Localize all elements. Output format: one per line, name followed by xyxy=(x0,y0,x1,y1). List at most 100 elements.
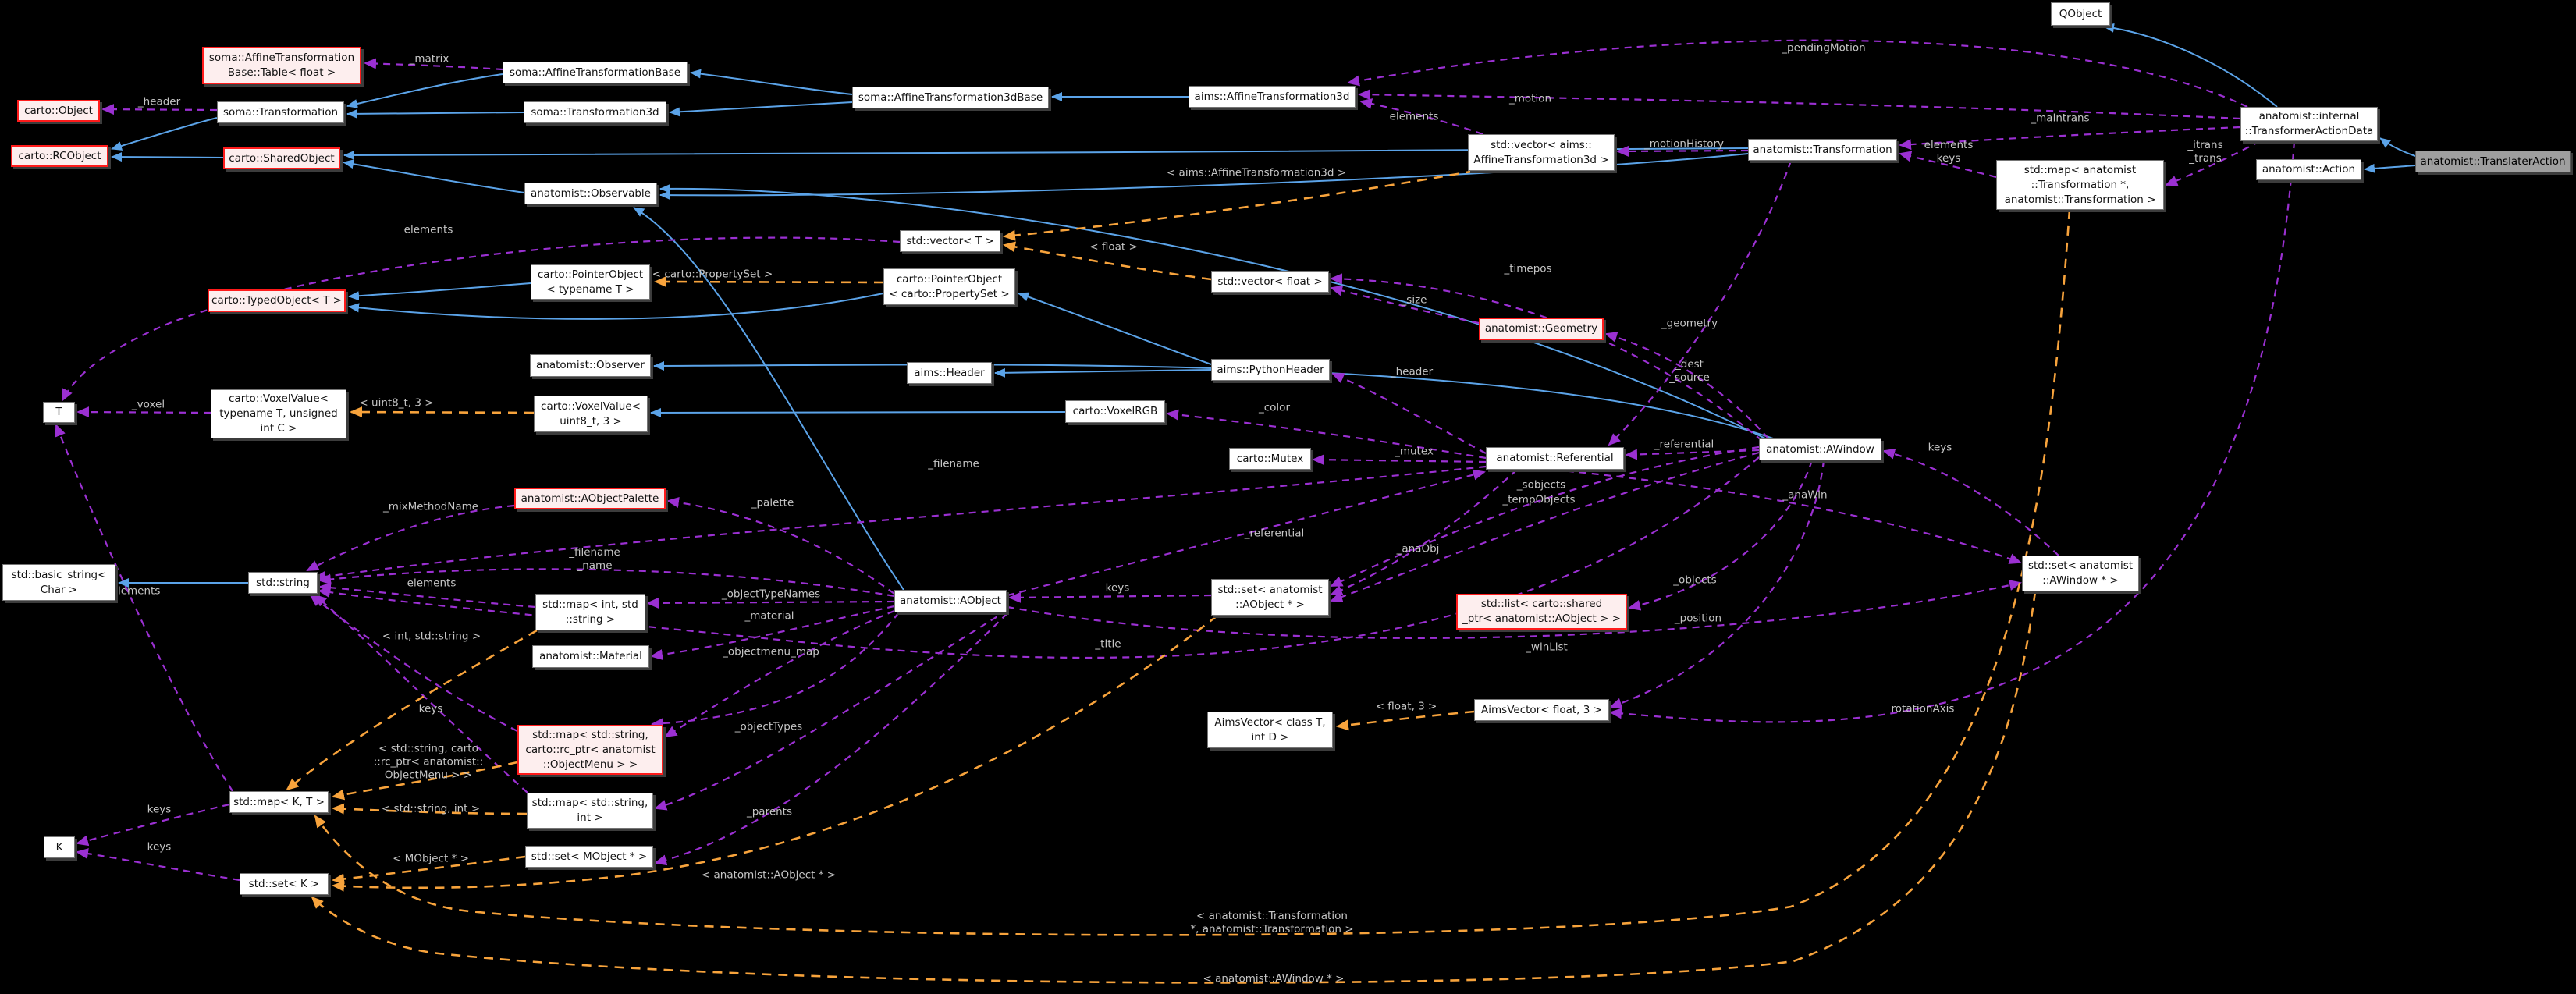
node-anatomist-observer[interactable]: anatomist::Observer xyxy=(530,354,651,377)
edge-anaobj xyxy=(1330,469,1518,596)
edge-objecttypenames xyxy=(646,597,895,609)
node-vector-float[interactable]: std::vector< float > xyxy=(1211,271,1329,293)
node-list-sharedptr-aobject[interactable]: std::list< carto::shared _ptr< anatomist… xyxy=(1456,594,1627,630)
edge-mixmethodname xyxy=(306,504,515,571)
edge-label-objectmenu-map: _objectmenu_map xyxy=(723,645,819,659)
node-carto-voxelrgb[interactable]: carto::VoxelRGB xyxy=(1065,400,1165,423)
node-set-k[interactable]: std::set< K > xyxy=(240,873,329,895)
edge-pythonheader-to-aimsheader xyxy=(994,367,1212,378)
edge-motion xyxy=(1358,89,2241,120)
edge-tmpl-maptransformation xyxy=(314,209,2071,936)
edge-label-elements-keys-maptrans: elements keys xyxy=(1924,139,1974,165)
node-pointerobject-propertyset[interactable]: carto::PointerObject < carto::PropertySe… xyxy=(883,268,1015,305)
node-vector-t[interactable]: std::vector< T > xyxy=(900,230,1000,252)
node-set-aobject[interactable]: std::set< anatomist ::AObject * > xyxy=(1211,579,1329,616)
node-anatomist-observable[interactable]: anatomist::Observable xyxy=(524,183,657,204)
edge-sobjects xyxy=(1330,446,1760,587)
node-k[interactable]: K xyxy=(44,836,75,858)
node-voxelvalue-t[interactable]: carto::VoxelValue< typename T, unsigned … xyxy=(211,389,346,438)
node-aims-header[interactable]: aims::Header xyxy=(907,362,992,384)
node-anatomist-material[interactable]: anatomist::Material xyxy=(532,645,649,668)
edge-tmpl-setmobject xyxy=(332,855,526,885)
edge-elements-mapintstring xyxy=(318,582,536,609)
node-anatomist-referential[interactable]: anatomist::Referential xyxy=(1486,447,1624,470)
node-aobjectpalette[interactable]: anatomist::AObjectPalette xyxy=(514,488,666,509)
node-map-objectmenu[interactable]: std::map< std::string, carto::rc_ptr< an… xyxy=(517,725,663,775)
edge-label-maintrans: _maintrans xyxy=(2031,112,2090,125)
edge-translater-to-transformeractiondata xyxy=(2379,137,2416,157)
node-std-string[interactable]: std::string xyxy=(248,572,318,594)
edge-label-referential-awindow: _referential xyxy=(1654,438,1714,451)
node-voxelvalue-uint8[interactable]: carto::VoxelValue< uint8_t, 3 > xyxy=(534,396,648,432)
edge-anawin xyxy=(1554,468,2022,564)
edge-header-pythonheader xyxy=(1331,372,1487,454)
edge-label-tmpl-setmobject: < MObject * > xyxy=(393,852,469,865)
edge-rotationaxis xyxy=(1609,140,2296,723)
node-translater-action[interactable]: anatomist::TranslaterAction xyxy=(2415,151,2571,172)
edge-parents xyxy=(654,609,1008,811)
node-typedobject-t[interactable]: carto::TypedObject< T > xyxy=(208,289,346,312)
edge-label-geometry: _geometry xyxy=(1661,317,1718,330)
node-anatomist-transformation[interactable]: anatomist::Transformation xyxy=(1748,139,1897,161)
node-map-kt[interactable]: std::map< K, T > xyxy=(229,791,329,813)
edge-tmpl-setaobject xyxy=(332,614,1218,892)
edge-keys-mapstringint xyxy=(314,594,528,793)
edge-label-referential-aobject: _referential xyxy=(1244,527,1305,540)
node-transformer-action-data[interactable]: anatomist::internal ::TransformerActionD… xyxy=(2240,107,2378,141)
edge-tmpl-mapobjectmenu xyxy=(332,761,518,801)
node-aims-pythonheader[interactable]: aims::PythonHeader xyxy=(1211,359,1330,381)
node-soma-affinetransformationbase[interactable]: soma::AffineTransformationBase xyxy=(503,62,688,83)
node-t[interactable]: T xyxy=(43,402,75,423)
node-pointerobject-t[interactable]: carto::PointerObject < typename T > xyxy=(531,264,650,300)
node-table-float[interactable]: soma::AffineTransformation Base::Table< … xyxy=(202,47,361,84)
edge-elements-mapkt xyxy=(55,424,233,792)
edge-label-tmpl-maptransformation: < anatomist::Transformation *, anatomist… xyxy=(1190,910,1354,935)
edge-label-keys-setaobject: keys xyxy=(1105,581,1130,595)
edge-objecttypes xyxy=(651,612,900,730)
node-carto-rcobject[interactable]: carto::RCObject xyxy=(11,145,108,167)
edge-size xyxy=(1330,285,1480,325)
edge-label-sobjects: _sobjects xyxy=(1516,478,1566,492)
node-anatomist-action[interactable]: anatomist::Action xyxy=(2256,159,2361,180)
node-anatomist-aobject[interactable]: anatomist::AObject xyxy=(894,590,1007,612)
node-aims-affinetransformation3d[interactable]: aims::AffineTransformation3d xyxy=(1189,86,1356,108)
edge-palette xyxy=(666,496,895,595)
node-qobject[interactable]: QObject xyxy=(2051,2,2110,26)
node-vector-affinetransformation3d[interactable]: std::vector< aims:: AffineTransformation… xyxy=(1468,134,1615,171)
node-aimsvector-t[interactable]: AimsVector< class T, int D > xyxy=(1207,712,1333,748)
node-carto-object[interactable]: carto::Object xyxy=(17,100,100,122)
edge-tmpl-vecat3d xyxy=(1003,169,1476,241)
node-set-mobject[interactable]: std::set< MObject * > xyxy=(525,846,653,868)
edge-label-tmpl-mapintstring: < int, std::string > xyxy=(382,630,481,643)
edge-tmpl-voxelvalue xyxy=(350,406,535,418)
edge-label-voxel: _voxel xyxy=(131,398,165,411)
node-aimsvector-float3[interactable]: AimsVector< float, 3 > xyxy=(1474,699,1609,721)
edge-label-pendingmotion: _pendingMotion xyxy=(1782,41,1866,55)
edge-keys-mapobjectmenu xyxy=(309,594,518,732)
node-soma-affinetransformation3dbase[interactable]: soma::AffineTransformation3dBase xyxy=(852,87,1049,108)
node-soma-transformation[interactable]: soma::Transformation xyxy=(217,101,344,123)
node-map-int-string[interactable]: std::map< int, std ::string > xyxy=(535,594,645,630)
edge-label-tmpl-pointerps: < carto::PropertySet > xyxy=(652,268,773,281)
node-map-string-int[interactable]: std::map< std::string, int > xyxy=(527,793,653,829)
node-anatomist-geometry[interactable]: anatomist::Geometry xyxy=(1479,318,1604,340)
edge-label-filename-referential: _filename xyxy=(928,457,979,470)
edge-transformation3d-to-transformation xyxy=(346,108,524,119)
node-map-transformation[interactable]: std::map< anatomist ::Transformation *, … xyxy=(1996,160,2164,210)
edge-label-elements-mapkt: elements xyxy=(111,584,161,598)
edge-matrix xyxy=(364,58,503,71)
edge-at3dbase-to-transformation3d xyxy=(669,101,853,117)
node-soma-transformation3d[interactable]: soma::Transformation3d xyxy=(524,101,666,123)
edge-label-keys-mapkt: keys xyxy=(147,803,172,816)
node-basic-string[interactable]: std::basic_string< Char > xyxy=(2,564,115,601)
edge-label-tmpl-setaobject: < anatomist::AObject * > xyxy=(701,868,837,882)
node-carto-mutex[interactable]: carto::Mutex xyxy=(1229,448,1311,470)
node-set-awindow[interactable]: std::set< anatomist ::AWindow * > xyxy=(2022,556,2139,591)
edge-pythonheader-to-pointerobjectps xyxy=(1018,292,1212,365)
node-anatomist-awindow[interactable]: anatomist::AWindow xyxy=(1759,438,1881,460)
edge-affinetransformationbase-to-transformation xyxy=(346,73,503,108)
edge-label-motionhistory: _motionHistory xyxy=(1643,137,1725,151)
node-carto-sharedobject[interactable]: carto::SharedObject xyxy=(223,147,340,169)
